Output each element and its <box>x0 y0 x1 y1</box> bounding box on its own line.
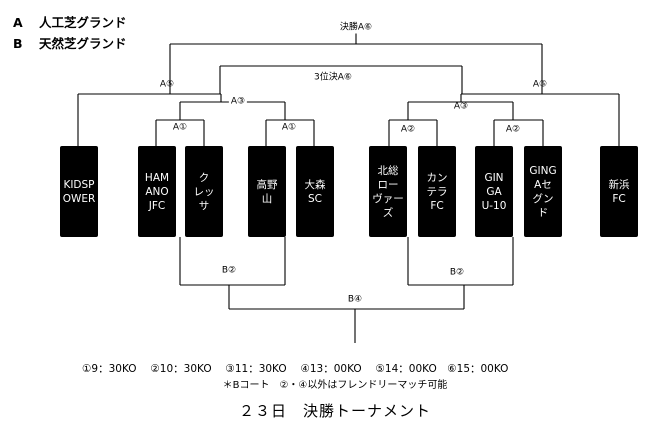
match-label-b4: B④ <box>347 294 363 305</box>
page-title: ２３日 決勝トーナメント <box>238 402 431 420</box>
kickoff-schedule: ①9：30KO ②10：30KO ③11：30KO ④13：00KO ⑤14：0… <box>82 363 509 375</box>
match-label-r1-d: A② <box>505 124 521 135</box>
team-hokuso-rovers: 北総 ロー ヴァー ズ <box>369 146 407 237</box>
court-note: ＊Bコート ②・④以外はフレンドリーマッチ可能 <box>222 380 448 391</box>
team-kidspower: KIDSP OWER <box>60 146 98 237</box>
match-label-r1-b: A① <box>281 122 297 133</box>
team-hamano-jfc: HAM ANO JFC <box>138 146 176 237</box>
team-omori-sc: 大森 SC <box>296 146 334 237</box>
team-kantera-fc: カン テラ FC <box>418 146 456 237</box>
match-label-r1-c: A② <box>400 124 416 135</box>
legend-key: A <box>13 15 23 30</box>
match-label-qf-right: A③ <box>453 101 469 112</box>
match-label-r1-a: A① <box>172 122 188 133</box>
match-label-semi-right: A⑤ <box>532 79 548 90</box>
match-label-b2-right: B② <box>449 267 465 278</box>
legend-item-b: B 天然芝グランド <box>13 33 127 52</box>
match-label-third: 3位決A⑥ <box>314 72 352 83</box>
match-label-semi-left: A⑤ <box>159 79 175 90</box>
match-label-final: 決勝A⑥ <box>337 22 375 34</box>
team-shinhama-fc: 新浜 FC <box>600 146 638 237</box>
team-takanoyama: 高野 山 <box>248 146 286 237</box>
legend-text: 人工芝グランド <box>39 15 127 30</box>
team-ginga-second: GING Aセ グン ド <box>524 146 562 237</box>
match-label-qf-left: A③ <box>228 96 248 108</box>
match-label-b2-left: B② <box>221 265 237 276</box>
legend-item-a: A 人工芝グランド <box>13 12 127 31</box>
legend-text: 天然芝グランド <box>39 36 127 51</box>
legend-key: B <box>13 36 23 51</box>
team-ginga-u10: GIN GA U-10 <box>475 146 513 237</box>
team-kuressa: ク レッ サ <box>185 146 223 237</box>
